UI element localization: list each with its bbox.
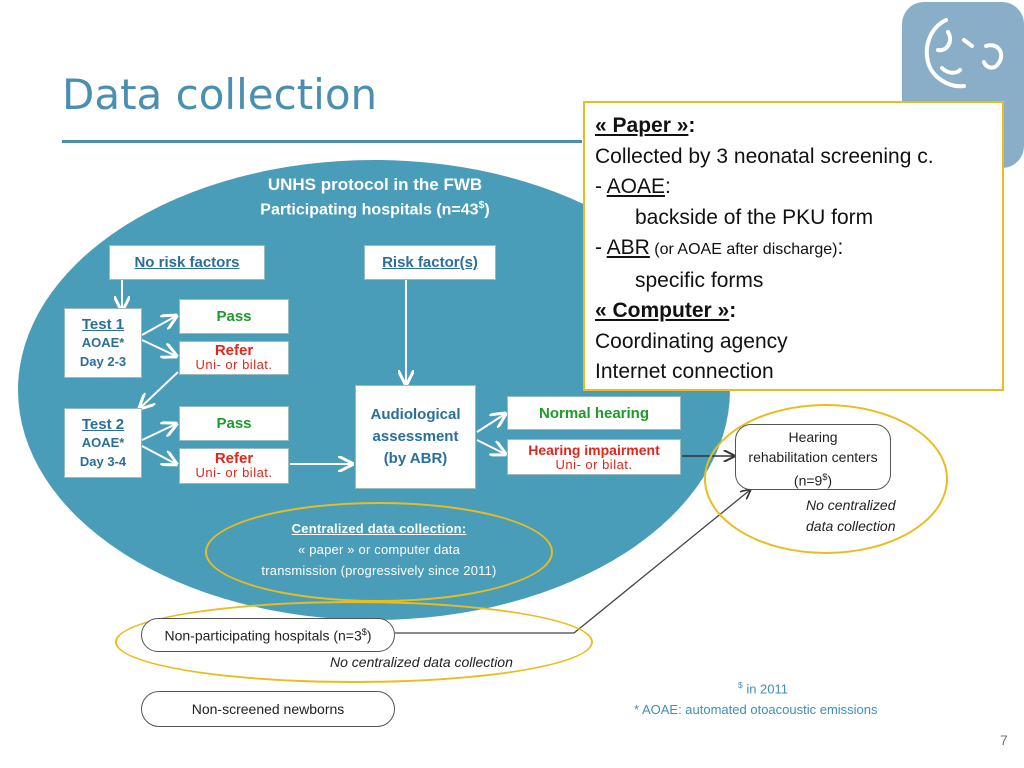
audiological-assessment-box: Audiological assessment (by ABR) (355, 385, 476, 489)
refer-label-1: Refer (214, 342, 254, 359)
callout-aoae-desc: backside of the PKU form (635, 205, 874, 229)
non-participating-note: No centralized data collection (330, 654, 513, 670)
risk-factors-label: Risk factor(s) (382, 254, 478, 271)
hearing-impairment-box: Hearing impairment Uni- or bilat. (507, 439, 681, 475)
risk-factors-box: Risk factor(s) (364, 245, 496, 280)
slide-title: Data collection (62, 70, 378, 119)
normal-hearing-box: Normal hearing (507, 396, 681, 430)
callout-computer-heading: « Computer »: (595, 299, 737, 322)
title-underline (62, 140, 582, 143)
pass-label-1: Pass (216, 308, 252, 325)
test-1-title: Test 1 (81, 315, 125, 333)
test-2-method: AOAE* (81, 434, 125, 450)
rehab-line-2: rehabilitation centers (748, 449, 878, 465)
callout-paper-heading: « Paper »: (595, 114, 696, 137)
test-2-day: Day 3-4 (79, 453, 127, 469)
hearing-impairment-label: Hearing impairment (528, 441, 660, 458)
audio-line-1: Audiological (370, 406, 461, 423)
test-2-box: Test 2 AOAE* Day 3-4 (64, 408, 142, 478)
callout-coord: Coordinating agency (595, 329, 788, 353)
pass-box-2: Pass (179, 406, 289, 441)
non-participating-highlight-ring (115, 601, 593, 683)
centralized-data-collection: Centralized data collection: « paper » o… (218, 518, 540, 581)
footnote-aoae: * AOAE: automated otoacoustic emissions (634, 702, 878, 717)
pass-label-2: Pass (216, 415, 252, 432)
callout-abr-desc: specific forms (635, 268, 764, 292)
refer-label-2: Refer (214, 450, 254, 467)
page-number: 7 (1000, 732, 1008, 748)
rehab-no-central-note: No centralized data collection (806, 497, 896, 534)
non-screened-newborns-pill: Non-screened newborns (141, 691, 395, 727)
non-participating-label: Non-participating hospitals (n=3$) (164, 626, 372, 644)
rehab-line-3: (n=9$) (793, 472, 833, 489)
footnote-year: $ in 2011 (738, 680, 788, 697)
callout-aoae: - AOAE: (595, 175, 671, 198)
rehab-highlight-ring (704, 404, 948, 554)
test-2-title: Test 2 (81, 415, 125, 433)
protocol-title: UNHS protocol in the FWB (267, 175, 483, 194)
callout-collected: Collected by 3 neonatal screening c. (595, 144, 934, 168)
callout-abr: - ABR (or AOAE after discharge): (595, 236, 844, 259)
centralized-line-2: « paper » or computer data (297, 542, 461, 557)
callout-internet: Internet connection (595, 360, 774, 383)
no-risk-factors-box: No risk factors (109, 245, 265, 280)
hearing-impairment-sub: Uni- or bilat. (555, 456, 633, 472)
centralized-line-3: transmission (progressively since 2011) (261, 563, 497, 578)
test-1-box: Test 1 AOAE* Day 2-3 (64, 308, 142, 378)
test-1-method: AOAE* (81, 334, 125, 350)
refer-sub-1: Uni- or bilat. (195, 357, 273, 372)
rehab-line-1: Hearing (788, 429, 838, 445)
audio-line-2: assessment (372, 428, 459, 445)
data-collection-callout: « Paper »: Collected by 3 neonatal scree… (583, 101, 1004, 391)
audio-line-3: (by ABR) (383, 450, 448, 467)
baby-face-icon (924, 18, 1004, 89)
refer-sub-2: Uni- or bilat. (195, 465, 273, 480)
rehabilitation-centers-box: Hearing rehabilitation centers (n=9$) (735, 424, 891, 490)
non-screened-label: Non-screened newborns (191, 701, 345, 717)
test-1-day: Day 2-3 (79, 353, 127, 369)
centralized-title: Centralized data collection: (291, 521, 467, 536)
participating-hospitals-label: Participating hospitals (n=43$) (260, 200, 490, 219)
non-participating-hospitals-pill: Non-participating hospitals (n=3$) (141, 618, 395, 652)
refer-box-1: Refer Uni- or bilat. (179, 341, 289, 375)
no-risk-factors-label: No risk factors (134, 254, 240, 271)
normal-hearing-label: Normal hearing (538, 404, 650, 422)
refer-box-2: Refer Uni- or bilat. (179, 448, 289, 484)
pass-box-1: Pass (179, 299, 289, 334)
